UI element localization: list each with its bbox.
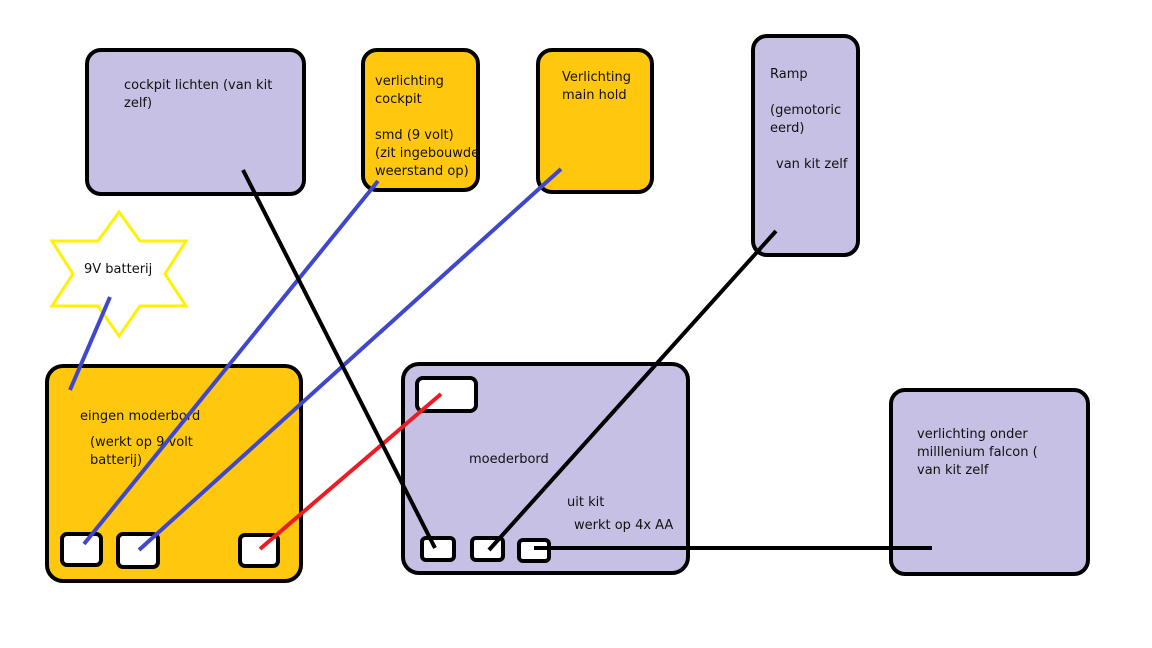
- moederbord-box: [401, 362, 690, 575]
- eigen-port-1: [60, 532, 103, 567]
- verlichting-onder-label: verlichting onder milllenium falcon ( va…: [917, 427, 1042, 478]
- verlichting-main-hold-label: Verlichting main hold: [562, 70, 635, 103]
- wire-cockpit-lichten-to-moederbord-port-1: [241, 169, 437, 549]
- wire-main-hold-to-eigen-port-2: [137, 167, 563, 552]
- verlichting-cockpit-box: [361, 48, 480, 192]
- verlichting-main-hold-box: [536, 48, 654, 194]
- moederbord-port-1: [420, 536, 456, 562]
- wire-ramp-to-moederbord-port-2: [487, 229, 778, 552]
- wire-eigen-port-3-to-moederbord-top-port: [258, 392, 443, 551]
- ramp-label: Ramp (gemotoric eerd) van kit zelf: [770, 67, 848, 172]
- moederbord-port-3: [517, 538, 551, 563]
- moederbord-label: moederbord uit kit werkt op 4x AA: [469, 452, 673, 533]
- verlichting-cockpit-label: verlichting cockpit smd (9 volt) (zit in…: [375, 74, 483, 179]
- verlichting-onder-box: [889, 388, 1090, 576]
- cockpit-lichten-label: cockpit lichten (van kit zelf): [124, 78, 276, 111]
- battery-label: 9V batterij: [84, 262, 152, 277]
- eigen-moederbord-box: [45, 364, 303, 583]
- wire-battery-to-eigen: [68, 296, 112, 391]
- battery-star: [49, 209, 189, 339]
- wire-verlichting-cockpit-to-eigen-port-1: [82, 179, 380, 546]
- ramp-box: [751, 34, 860, 257]
- cockpit-lichten-box: [85, 48, 306, 196]
